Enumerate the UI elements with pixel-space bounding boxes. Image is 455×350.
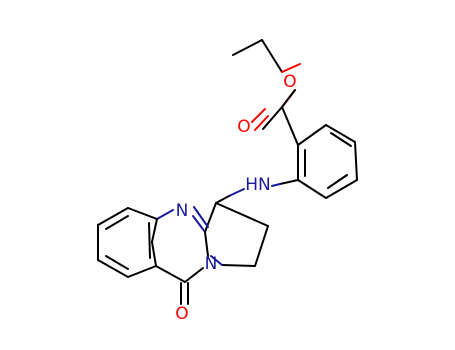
benzene-ring-bond bbox=[127, 207, 158, 220]
pyrimidine-ring-double-bond bbox=[193, 206, 209, 228]
pyrimidine-ring-bond bbox=[204, 231, 209, 257]
ester-to-ring-bond bbox=[281, 106, 299, 146]
carbonyl-double-bond bbox=[254, 115, 269, 131]
benzene-ring-double-bond bbox=[148, 222, 151, 259]
benzene-ring-bond bbox=[97, 207, 129, 226]
ethyl-bond bbox=[261, 39, 283, 73]
pyrrolidine-ring-bond bbox=[204, 202, 217, 233]
amine-bond bbox=[271, 183, 281, 187]
benzoate-ring-bond bbox=[297, 124, 327, 146]
ester-carbonyl-oxygen-label: O bbox=[237, 117, 250, 137]
ethyl-bond bbox=[232, 39, 263, 56]
pyrrolidine-ring-bond bbox=[215, 202, 269, 227]
ester-o-bond bbox=[281, 89, 296, 108]
benzene-ring-double-bond bbox=[105, 255, 129, 270]
benzene-ring-bond bbox=[127, 265, 157, 278]
ester-o-bond bbox=[281, 63, 301, 73]
bond-lines bbox=[97, 39, 358, 305]
ketone-oxygen-label: O bbox=[175, 304, 188, 324]
benzoate-ring-double-bond bbox=[327, 174, 348, 189]
pyrimidine-ring-bond bbox=[155, 265, 186, 283]
pyrimidine-ring-bond bbox=[192, 215, 206, 233]
benzoate-ring-bond bbox=[325, 124, 356, 143]
benzoate-ring-bond bbox=[354, 141, 358, 181]
carbonyl-bond bbox=[262, 106, 283, 130]
pyrimidine-ring-bond bbox=[184, 267, 204, 283]
pyrimidine-ring-bond bbox=[151, 241, 157, 267]
quinazoline-n3-label: N bbox=[176, 201, 189, 221]
pyrrolidine-ring-bond bbox=[221, 264, 256, 267]
amine-bond bbox=[215, 195, 230, 204]
benzene-ring-bond bbox=[97, 259, 129, 278]
pyrimidine-ring-bond bbox=[151, 218, 158, 243]
benzoate-ring-double-bond bbox=[330, 132, 352, 147]
ester-ether-oxygen-label: O bbox=[283, 72, 296, 92]
amine-bond bbox=[279, 179, 299, 185]
amine-nh-label: HN bbox=[245, 175, 271, 195]
amine-bond bbox=[228, 188, 245, 197]
benzoate-ring-bond bbox=[325, 179, 358, 199]
benzoate-ring-bond bbox=[297, 179, 327, 199]
quinazoline-n1-label: N bbox=[205, 254, 218, 274]
pyrimidine-ring-bond bbox=[156, 209, 174, 220]
pyrrolidine-ring-bond bbox=[210, 255, 223, 266]
pyrrolidine-ring-bond bbox=[254, 225, 269, 267]
benzene-ring-double-bond bbox=[105, 215, 129, 230]
carbonyl-double-bond bbox=[251, 108, 266, 123]
atom-labels: O O HN N N O bbox=[175, 72, 296, 324]
